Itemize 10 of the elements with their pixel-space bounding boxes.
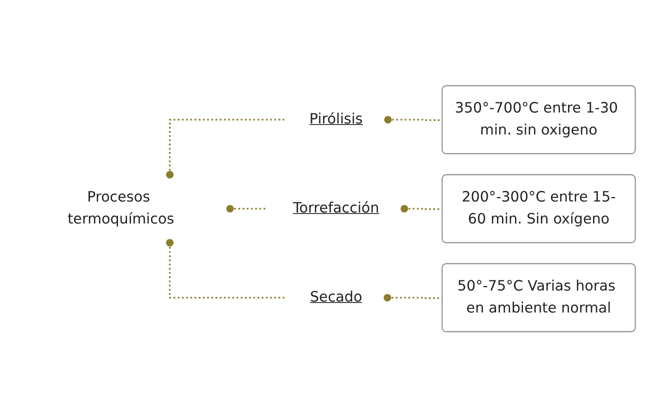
info-box: 50°-75°C Varias horas en ambiente normal [442, 263, 636, 332]
process-label: Torrefacción [293, 199, 380, 216]
root-label: Procesos termoquímicos [68, 188, 174, 227]
process-label: Pirólisis [309, 110, 363, 128]
dotted-connector [166, 118, 284, 178]
info-box: 350°-700°C entre 1-30 min. sin oxigeno [442, 85, 636, 154]
dotted-connector [226, 204, 268, 212]
process-label: Secado [310, 288, 362, 306]
info-box: 200°-300°C entre 15-60 min. Sin oxígeno [442, 174, 636, 243]
dotted-connector [166, 238, 285, 298]
